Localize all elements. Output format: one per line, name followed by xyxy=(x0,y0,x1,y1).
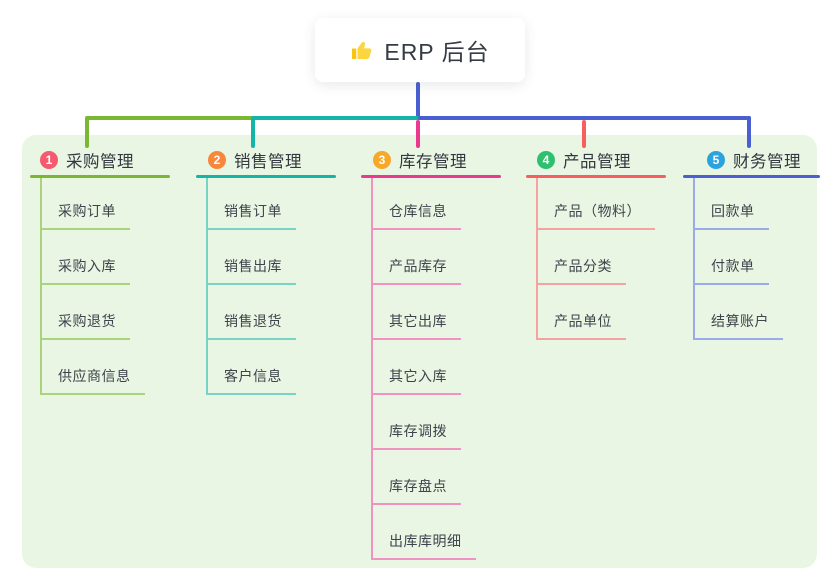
branch-spine xyxy=(536,177,538,340)
branch-label: 采购管理 xyxy=(66,153,134,171)
branch-badge: 5 xyxy=(707,151,725,169)
branch-label: 库存管理 xyxy=(399,153,467,171)
bus-segment-purchase xyxy=(86,116,253,120)
child-node[interactable]: 采购退货 xyxy=(40,312,130,340)
branch-badge: 1 xyxy=(40,151,58,169)
child-node[interactable]: 付款单 xyxy=(693,257,769,285)
root-stem-connector xyxy=(416,82,420,120)
branch-badge: 2 xyxy=(208,151,226,169)
branch-spine xyxy=(206,177,208,395)
child-node[interactable]: 回款单 xyxy=(693,202,769,230)
child-node[interactable]: 产品库存 xyxy=(371,257,461,285)
drop-connector-sales xyxy=(251,116,255,148)
branch-label: 销售管理 xyxy=(234,153,302,171)
child-node[interactable]: 产品单位 xyxy=(536,312,626,340)
branch-header-purchase[interactable]: 1 采购管理 xyxy=(40,147,134,173)
bus-segment-finance xyxy=(418,116,751,120)
branch-label: 财务管理 xyxy=(733,153,801,171)
root-label: ERP 后台 xyxy=(384,39,490,65)
branch-underline xyxy=(196,175,336,178)
child-node[interactable]: 其它入库 xyxy=(371,367,461,395)
branches-panel xyxy=(22,135,817,568)
child-node[interactable]: 出库库明细 xyxy=(371,532,476,560)
bus-segment-sales xyxy=(252,116,420,120)
child-node[interactable]: 结算账户 xyxy=(693,312,783,340)
branch-header-finance[interactable]: 5 财务管理 xyxy=(707,147,801,173)
branch-underline xyxy=(30,175,170,178)
branch-underline xyxy=(526,175,666,178)
child-node[interactable]: 客户信息 xyxy=(206,367,296,395)
thumbs-up-icon xyxy=(350,38,374,62)
branch-badge: 4 xyxy=(537,151,555,169)
branch-badge: 3 xyxy=(373,151,391,169)
branch-header-product[interactable]: 4 产品管理 xyxy=(537,147,631,173)
root-node[interactable]: ERP 后台 xyxy=(315,18,525,82)
child-node[interactable]: 销售出库 xyxy=(206,257,296,285)
child-node[interactable]: 供应商信息 xyxy=(40,367,145,395)
branch-header-inventory[interactable]: 3 库存管理 xyxy=(373,147,467,173)
child-node[interactable]: 仓库信息 xyxy=(371,202,461,230)
branch-spine xyxy=(371,177,373,560)
branch-spine xyxy=(40,177,42,395)
branch-underline xyxy=(683,175,820,178)
child-node[interactable]: 采购入库 xyxy=(40,257,130,285)
branch-spine xyxy=(693,177,695,340)
child-node[interactable]: 产品分类 xyxy=(536,257,626,285)
child-node[interactable]: 销售订单 xyxy=(206,202,296,230)
branch-header-sales[interactable]: 2 销售管理 xyxy=(208,147,302,173)
branch-label: 产品管理 xyxy=(563,153,631,171)
drop-connector-purchase xyxy=(85,116,89,148)
drop-connector-product xyxy=(582,120,586,148)
child-node[interactable]: 库存调拨 xyxy=(371,422,461,450)
drop-connector-finance xyxy=(747,116,751,148)
child-node[interactable]: 其它出库 xyxy=(371,312,461,340)
child-node[interactable]: 库存盘点 xyxy=(371,477,461,505)
child-node[interactable]: 销售退货 xyxy=(206,312,296,340)
child-node[interactable]: 产品（物料） xyxy=(536,202,655,230)
drop-connector-inventory xyxy=(416,120,420,148)
branch-underline xyxy=(361,175,501,178)
child-node[interactable]: 采购订单 xyxy=(40,202,130,230)
